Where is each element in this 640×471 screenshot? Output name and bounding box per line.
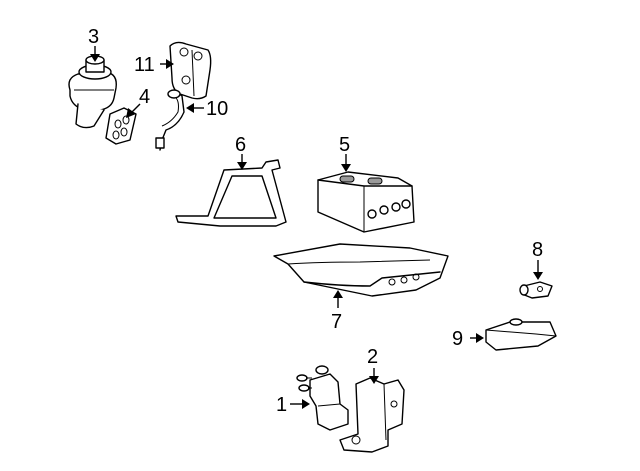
part-1-solenoid[interactable] [296, 365, 349, 431]
part-2-bracket[interactable] [339, 377, 405, 453]
callout-5: 5 [339, 134, 350, 156]
part-11-bracket[interactable] [169, 41, 212, 100]
callout-9: 9 [452, 328, 463, 350]
part-7-shield[interactable] [273, 243, 449, 297]
part-8-sensor[interactable] [519, 281, 553, 299]
callout-10: 10 [206, 98, 228, 120]
callout-2: 2 [367, 346, 378, 368]
callout-11: 11 [134, 54, 155, 76]
callout-labels: 3 4 11 10 6 5 7 8 9 1 2 [88, 26, 543, 416]
callout-1: 1 [276, 394, 287, 416]
part-9-cover[interactable] [485, 318, 557, 351]
part-10-hose[interactable] [155, 89, 185, 151]
callout-6: 6 [235, 134, 246, 156]
callout-3: 3 [88, 26, 99, 48]
callout-leaders [90, 46, 543, 409]
callout-8: 8 [532, 239, 543, 261]
callout-4: 4 [139, 86, 150, 108]
part-6-support-bracket[interactable] [175, 159, 287, 227]
part-5-vapor-canister[interactable] [317, 171, 415, 233]
callout-7: 7 [331, 311, 342, 333]
